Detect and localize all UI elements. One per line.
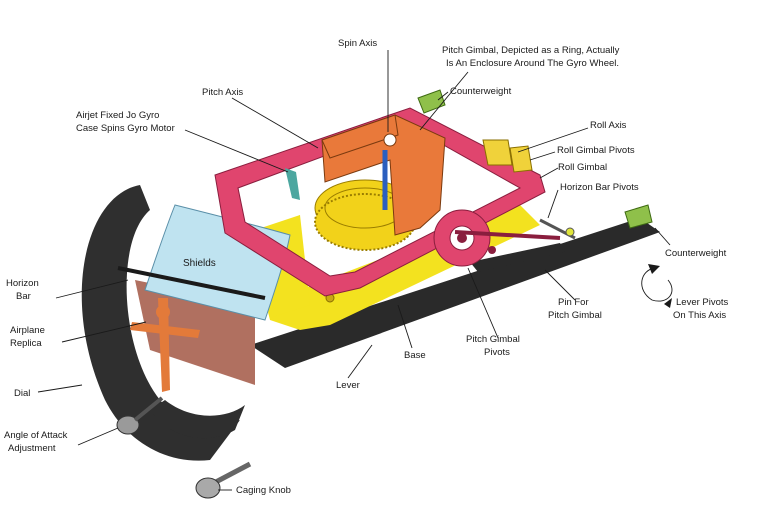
label-roll-gimbal: Roll Gimbal	[558, 162, 607, 173]
leader-dial	[37, 384, 83, 393]
leader-angle-of-attack	[77, 427, 119, 446]
lever-pivot-rotation-arrow	[641, 264, 673, 308]
leader-horizon-bar-pivots	[547, 189, 559, 219]
label-angle-of-attack-line1: Angle of Attack	[4, 430, 68, 441]
label-roll-axis: Roll Axis	[590, 120, 627, 131]
label-caging-knob: Caging Knob	[236, 485, 291, 496]
lever-bar	[250, 218, 660, 368]
leader-lever	[347, 344, 373, 379]
counterweight-top	[417, 89, 446, 114]
label-counterweight-top: Counterweight	[450, 86, 512, 97]
label-counterweight-right: Counterweight	[665, 248, 727, 259]
label-lever-pivots-line1: Lever Pivots	[676, 297, 729, 308]
leader-pitch-gimbal	[419, 71, 469, 131]
label-airjet-line1: Airjet Fixed Jo Gyro	[76, 110, 159, 121]
leader-counterweight-right	[654, 227, 671, 246]
leader-roll-gimbal-pivots	[529, 151, 556, 161]
leader-roll-axis	[517, 127, 589, 153]
angle-of-attack-shaft	[133, 396, 164, 422]
leader-roll-gimbal	[539, 167, 559, 179]
roll-gimbal-pivot-block	[509, 145, 533, 173]
airplane-replica	[130, 298, 200, 392]
angle-of-attack-knob[interactable]	[116, 415, 140, 435]
label-pin-pitch-gimbal-line1: Pin For	[558, 297, 589, 308]
leader-base	[397, 304, 413, 349]
dial-ring	[81, 185, 240, 461]
lever-arm	[470, 243, 565, 272]
dial-ring-lower	[150, 400, 245, 439]
counterweight-right	[624, 204, 653, 229]
label-angle-of-attack-line2: Adjustment	[8, 443, 56, 454]
label-roll-gimbal-pivots: Roll Gimbal Pivots	[557, 145, 635, 156]
pitch-gimbal	[321, 114, 446, 236]
horizon-bar-pivot-arm	[454, 230, 561, 240]
label-spin-axis: Spin Axis	[338, 38, 377, 49]
label-airjet-line2: Case Spins Gyro Motor	[76, 123, 175, 134]
horizon-bar	[117, 266, 266, 300]
label-airplane-replica-line1: Airplane	[10, 325, 45, 336]
horizon-bar-pivot-ball	[565, 227, 575, 237]
label-lever-pivots-line2: On This Axis	[673, 310, 726, 321]
label-pitch-gimbal-pivots-line1: Pitch Gimbal	[466, 334, 520, 345]
label-dial: Dial	[14, 388, 30, 399]
label-airplane-replica-line2: Replica	[10, 338, 42, 349]
leader-pin-pitch-gimbal	[544, 269, 576, 301]
label-horizon-bar-pivots: Horizon Bar Pivots	[560, 182, 639, 193]
label-shields: Shields	[183, 258, 216, 269]
label-pin-pitch-gimbal-line2: Pitch Gimbal	[548, 310, 602, 321]
leader-horizon-bar	[55, 279, 129, 299]
label-lever: Lever	[336, 380, 360, 391]
airjet	[285, 168, 300, 200]
leader-pitch-gimbal-pivots	[467, 267, 499, 339]
label-pitch-gimbal-line2: Is An Enclosure Around The Gyro Wheel.	[446, 58, 619, 69]
label-horizon-bar-line1: Horizon	[6, 278, 39, 289]
label-base: Base	[404, 350, 426, 361]
label-pitch-gimbal-line1: Pitch Gimbal, Depicted as a Ring, Actual…	[442, 45, 620, 56]
label-pitch-axis: Pitch Axis	[202, 87, 243, 98]
leader-counterweight-top	[437, 91, 449, 101]
leader-airjet	[184, 129, 289, 173]
roll-gimbal-pivot-block	[482, 139, 513, 166]
label-pitch-gimbal-pivots-line2: Pivots	[484, 347, 510, 358]
label-horizon-bar-line2: Bar	[16, 291, 31, 302]
caging-knob[interactable]	[195, 461, 252, 499]
leader-pitch-axis	[231, 97, 319, 149]
leader-airplane-replica	[61, 321, 147, 343]
